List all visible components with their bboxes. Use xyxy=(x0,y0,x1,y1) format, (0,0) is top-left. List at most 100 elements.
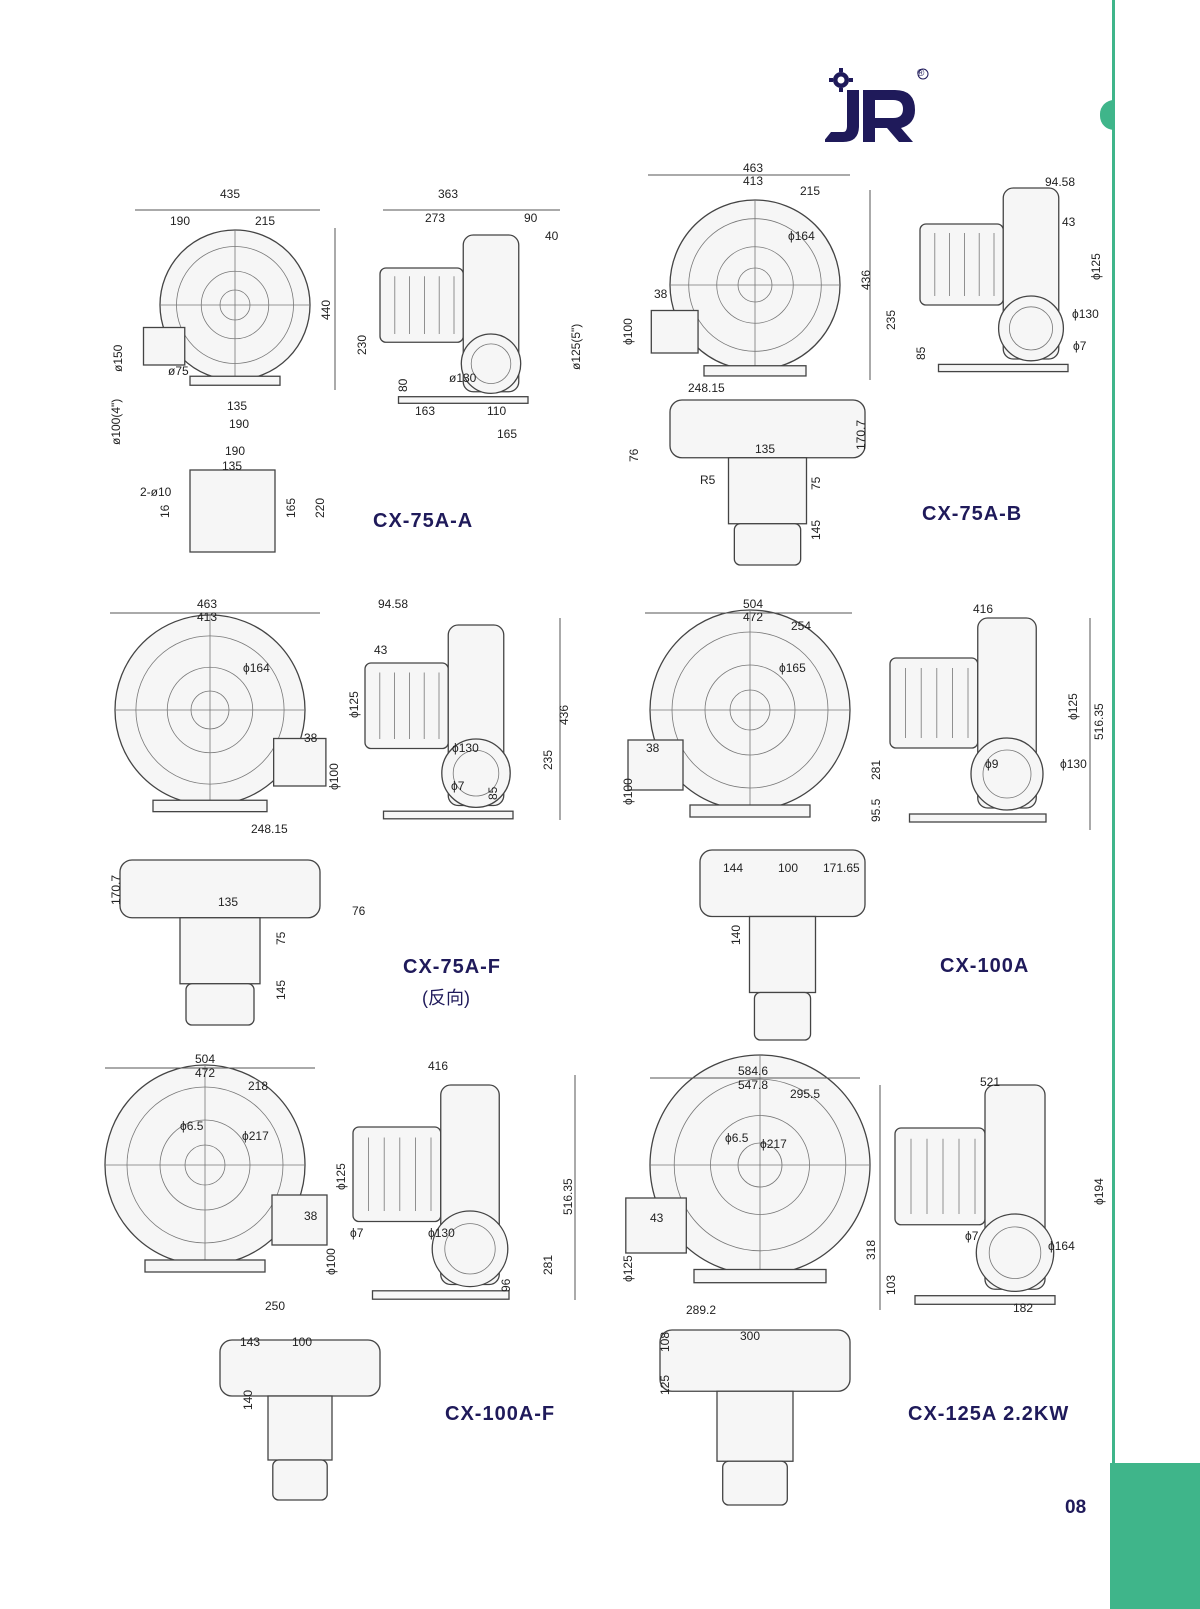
dim-cx75aa-4: 363 xyxy=(438,187,458,201)
dim-cx75ab-0: 463 xyxy=(743,161,763,175)
dim-cx75aa-19: ø125(5") xyxy=(569,324,583,370)
dim-cx100af-14: 96 xyxy=(499,1278,513,1292)
dim-cx75ab-3: ϕ164 xyxy=(788,229,815,243)
cx75aa-side-motor xyxy=(379,267,464,343)
dim-cx75aa-13: 135 xyxy=(227,399,247,413)
model-label-cx100af: CX-100A-F xyxy=(445,1403,556,1425)
dim-cx125a-14: 182 xyxy=(1013,1301,1033,1315)
cx125a-top-motor xyxy=(722,1460,788,1506)
dim-cx100af-15: 143 xyxy=(240,1335,260,1349)
dim-cx100a-2: 254 xyxy=(791,619,811,633)
dim-cx100af-0: 504 xyxy=(195,1052,215,1066)
dim-cx125a-9: ϕ194 xyxy=(1092,1178,1106,1205)
dim-cx75aa-24: 165 xyxy=(284,498,298,518)
dim-cx75af-16: 76 xyxy=(352,904,366,918)
dim-cx75af-14: 170.7 xyxy=(109,875,123,905)
dim-cx125a-10: ϕ7 xyxy=(965,1229,979,1243)
dim-cx125a-4: ϕ217 xyxy=(760,1137,787,1151)
dim-cx125a-3: ϕ6.5 xyxy=(725,1131,749,1145)
dim-cx75aa-5: 273 xyxy=(425,211,445,225)
dim-cx75af-13: 85 xyxy=(486,786,500,800)
cx75aa-side-foot xyxy=(397,396,529,404)
dim-cx75aa-10: 163 xyxy=(415,404,435,418)
dim-cx100af-2: 218 xyxy=(248,1079,268,1093)
dim-cx125a-2: 295.5 xyxy=(790,1087,820,1101)
dim-cx75aa-6: 90 xyxy=(524,211,538,225)
dim-cx100af-6: ϕ100 xyxy=(324,1248,338,1275)
dim-cx75af-1: 413 xyxy=(197,610,217,624)
model-sublabel-cx75af: (反向) xyxy=(422,988,470,1008)
dim-cx75af-11: 436 xyxy=(557,705,571,725)
cx125a-top-bracket xyxy=(716,1390,794,1462)
dim-cx125a-17: 125 xyxy=(658,1375,672,1395)
dim-cx100a-11: 281 xyxy=(869,760,883,780)
cx75af-front-base xyxy=(152,799,268,813)
dim-cx75aa-3: 440 xyxy=(319,300,333,320)
dim-cx100a-16: 140 xyxy=(729,925,743,945)
dim-cx75af-3: 38 xyxy=(304,731,318,745)
cx100af-top-motor xyxy=(272,1459,328,1501)
dim-cx75aa-12: 165 xyxy=(497,427,517,441)
dim-cx125a-16: 300 xyxy=(740,1329,760,1343)
dim-cx100af-1: 472 xyxy=(195,1066,215,1080)
cx75af-side-motor xyxy=(364,662,449,750)
dim-cx100a-4: 38 xyxy=(646,741,660,755)
dim-cx100af-12: ϕ130 xyxy=(428,1226,455,1240)
cx75af-top-motor xyxy=(185,983,255,1026)
dim-cx100a-7: ϕ125 xyxy=(1066,693,1080,720)
model-label-cx125a: CX-125A 2.2KW xyxy=(908,1403,1070,1425)
dim-cx75ab-17: 170.7 xyxy=(854,420,868,450)
dim-cx75af-10: ϕ7 xyxy=(451,779,465,793)
dim-cx125a-12: 318 xyxy=(864,1240,878,1260)
cx75aa-base-plate xyxy=(189,469,276,553)
dim-cx100a-3: ϕ165 xyxy=(779,661,806,675)
dim-cx125a-8: 521 xyxy=(980,1075,1000,1089)
dim-cx125a-7: 289.2 xyxy=(686,1303,716,1317)
cx75af-side-inlet-inner xyxy=(452,750,500,797)
cx100af-side-inlet xyxy=(431,1210,509,1288)
dim-cx75ab-18: R5 xyxy=(700,473,716,487)
dim-cx100af-3: ϕ6.5 xyxy=(180,1119,204,1133)
dim-cx100af-16: 100 xyxy=(292,1335,312,1349)
dim-cx100a-9: ϕ9 xyxy=(985,757,999,771)
model-label-cx100a: CX-100A xyxy=(940,955,1030,977)
model-label-cx75ab: CX-75A-B xyxy=(922,503,1023,525)
dim-cx75aa-21: 135 xyxy=(222,459,242,473)
dim-cx100af-9: ϕ125 xyxy=(334,1163,348,1190)
cx100a-front-base xyxy=(689,804,811,818)
cx100af-front-base xyxy=(144,1259,266,1273)
registered-mark: ® xyxy=(917,68,925,79)
dim-cx125a-5: 43 xyxy=(650,1211,664,1225)
dim-cx100a-12: 95.5 xyxy=(869,798,883,822)
dim-cx125a-11: ϕ164 xyxy=(1048,1239,1075,1253)
cx100a-side-inlet-inner xyxy=(982,749,1032,799)
right-margin-strip xyxy=(1112,0,1200,1609)
dim-cx75aa-0: 435 xyxy=(220,187,240,201)
cx100a-side-inlet xyxy=(970,737,1044,811)
dim-cx100af-4: ϕ217 xyxy=(242,1129,269,1143)
dim-cx100af-11: ϕ7 xyxy=(350,1226,364,1240)
page-number: 08 xyxy=(1065,1497,1087,1518)
dim-cx75ab-20: 145 xyxy=(809,520,823,540)
cx125a-front-base xyxy=(693,1268,827,1284)
dim-cx75aa-1: 190 xyxy=(170,214,190,228)
dim-cx75af-8: ϕ125 xyxy=(347,691,361,718)
cx75aa-front-outlet xyxy=(142,326,186,366)
dim-cx75af-5: 248.15 xyxy=(251,822,288,836)
cx100af-top-bracket xyxy=(267,1395,333,1461)
cx75ab-top-motor xyxy=(733,523,802,566)
cx75af-top-casing xyxy=(119,859,321,919)
dim-cx75aa-16: ø75 xyxy=(168,364,189,378)
dim-cx75ab-16: 135 xyxy=(755,442,775,456)
cx75ab-side-inlet-inner xyxy=(1009,306,1054,351)
dim-cx100a-5: ϕ100 xyxy=(621,778,635,805)
dim-cx75ab-13: ϕ100 xyxy=(621,318,635,345)
cx100af-side-foot xyxy=(371,1290,510,1300)
cx125a-side-motor xyxy=(894,1127,986,1226)
cx100af-side-inlet-inner xyxy=(444,1223,496,1275)
dim-cx75aa-25: 220 xyxy=(313,498,327,518)
cx100a-side-motor xyxy=(889,657,979,749)
JR-logo-icon xyxy=(825,68,929,142)
dim-cx75af-2: ϕ164 xyxy=(243,661,270,675)
